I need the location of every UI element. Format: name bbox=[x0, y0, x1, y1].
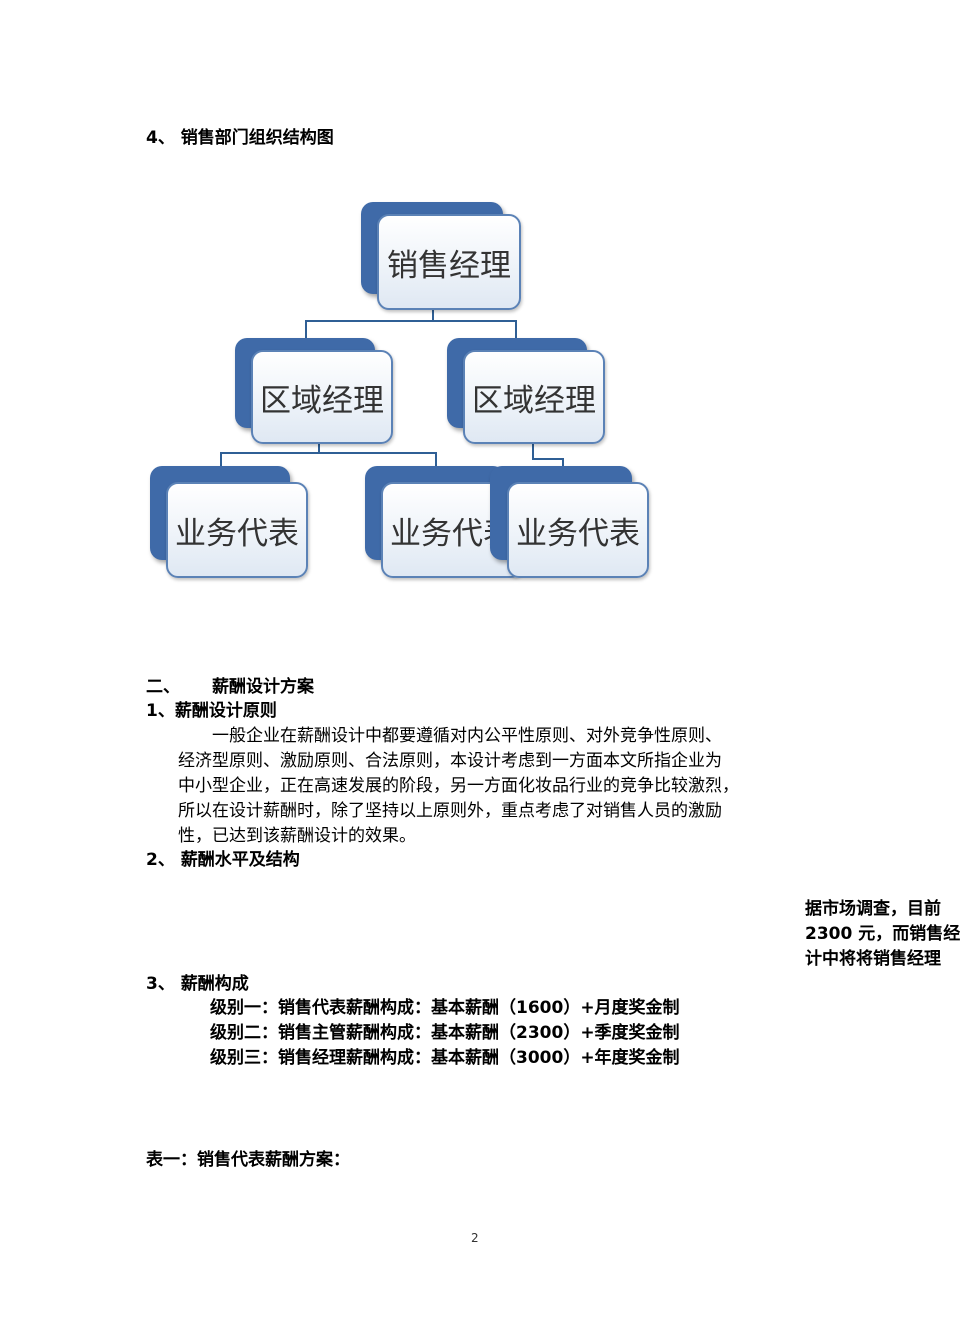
section-number: 二、 bbox=[146, 677, 180, 697]
node-sales-rep-1-label: 业务代表 bbox=[175, 515, 299, 552]
connector-left-vertical bbox=[318, 440, 320, 454]
composition-item-3: 级别三：销售经理薪酬构成：基本薪酬（3000）+年度奖金制 bbox=[210, 1048, 680, 1068]
principle-heading: 1、薪酬设计原则 bbox=[146, 701, 277, 721]
connector-rep2-drop bbox=[435, 452, 437, 470]
level-side-line-3: 计中将将销售经理 bbox=[805, 949, 941, 969]
level-side-line-1: 据市场调查，目前 bbox=[805, 899, 941, 919]
connector-rep1-drop bbox=[220, 452, 222, 470]
connector-left-drop bbox=[305, 320, 307, 342]
connector-top-vertical bbox=[432, 307, 434, 322]
principle-line-2: 经济型原则、激励原则、合法原则，本设计考虑到一方面本文所指企业为 bbox=[178, 751, 722, 771]
page-number: 2 bbox=[471, 1231, 479, 1245]
level-side-line-2: 2300 元，而销售经 bbox=[805, 924, 960, 944]
connector-left-horizontal bbox=[220, 452, 437, 454]
connector-right-drop bbox=[515, 320, 517, 342]
principle-line-4: 所以在设计薪酬时，除了坚持以上原则外，重点考虑了对销售人员的激励 bbox=[178, 801, 722, 821]
node-sales-manager: 销售经理 bbox=[361, 202, 521, 310]
node-sales-manager-label: 销售经理 bbox=[387, 247, 511, 284]
connector-rep3-horizontal bbox=[532, 458, 564, 460]
level-structure-heading: 2、 薪酬水平及结构 bbox=[146, 850, 300, 870]
node-sales-rep-1: 业务代表 bbox=[150, 466, 308, 578]
connector-rep3-drop bbox=[562, 458, 564, 470]
connector-top-horizontal bbox=[305, 320, 517, 322]
section-title: 薪酬设计方案 bbox=[212, 677, 314, 697]
node-sales-rep-3: 业务代表 bbox=[490, 466, 650, 578]
node-regional-manager-left: 区域经理 bbox=[235, 338, 393, 444]
node-regional-manager-right: 区域经理 bbox=[447, 338, 605, 444]
node-regional-manager-right-label: 区域经理 bbox=[472, 382, 596, 419]
principle-line-3: 中小型企业，正在高速发展的阶段，另一方面化妆品行业的竞争比较激烈， bbox=[178, 776, 739, 796]
composition-item-2: 级别二：销售主管薪酬构成：基本薪酬（2300）+季度奖金制 bbox=[210, 1023, 680, 1043]
principle-line-1: 一般企业在薪酬设计中都要遵循对内公平性原则、对外竞争性原则、 bbox=[212, 726, 722, 746]
table-caption: 表一：销售代表薪酬方案： bbox=[146, 1150, 350, 1170]
composition-heading: 3、 薪酬构成 bbox=[146, 974, 249, 994]
node-regional-manager-left-label: 区域经理 bbox=[260, 382, 384, 419]
composition-item-1: 级别一：销售代表薪酬构成：基本薪酬（1600）+月度奖金制 bbox=[210, 998, 680, 1018]
org-chart-heading: 4、 销售部门组织结构图 bbox=[146, 128, 334, 148]
principle-line-5: 性，已达到该薪酬设计的效果。 bbox=[178, 826, 416, 846]
connector-right-vertical bbox=[532, 440, 534, 460]
node-sales-rep-3-label: 业务代表 bbox=[516, 515, 640, 552]
